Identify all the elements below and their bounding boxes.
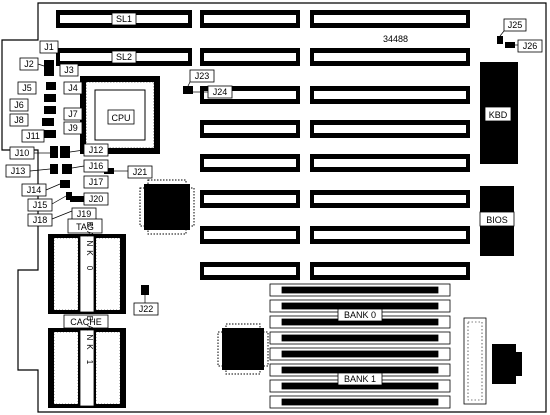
svg-text:J26: J26	[523, 41, 538, 51]
svg-text:J8: J8	[14, 115, 24, 125]
svg-text:J19: J19	[77, 209, 92, 219]
jumper-j21: J21	[114, 165, 153, 179]
svg-text:J18: J18	[33, 215, 48, 225]
jumper-j19: J19	[71, 207, 97, 221]
svg-text:J24: J24	[213, 87, 228, 97]
simm-bank-0-label: BANK 0	[337, 308, 383, 322]
svg-text:J10: J10	[15, 148, 30, 158]
svg-text:J5: J5	[22, 83, 32, 93]
simm-bank-1-label: BANK 1	[337, 372, 383, 386]
svg-text:BANK 0: BANK 0	[344, 310, 376, 320]
jumper-j10: J10	[9, 146, 50, 160]
svg-text:J6: J6	[14, 100, 24, 110]
tag-ram: TAG	[67, 218, 103, 234]
svg-text:J13: J13	[11, 166, 26, 176]
board-model-number: 34488	[383, 34, 408, 44]
expansion-slots-right	[310, 10, 470, 280]
expansion-slots-middle	[200, 10, 300, 280]
svg-text:J9: J9	[68, 123, 78, 133]
cache-bank-0: BANK 0	[48, 222, 126, 314]
svg-text:J12: J12	[89, 145, 104, 155]
sl1-label: SL1	[116, 14, 132, 24]
jumper-j6: J6	[9, 98, 29, 112]
power-connector	[492, 344, 522, 384]
svg-text:KBD: KBD	[489, 110, 508, 120]
svg-text:BANK 1: BANK 1	[344, 374, 376, 384]
svg-text:J14: J14	[27, 185, 42, 195]
cache-bank-1: BANK 1	[48, 316, 126, 408]
jumper-j26: J26	[505, 39, 543, 53]
jumper-j23: J23	[183, 69, 215, 94]
jumper-j2: J2	[19, 57, 45, 71]
svg-text:CPU: CPU	[111, 113, 130, 123]
svg-text:J17: J17	[89, 177, 104, 187]
jumper-j4: J4	[63, 81, 83, 95]
svg-text:J16: J16	[89, 161, 104, 171]
sl2-label: SL2	[116, 52, 132, 62]
svg-text:J2: J2	[24, 59, 34, 69]
svg-text:J23: J23	[195, 71, 210, 81]
svg-text:J22: J22	[139, 304, 154, 314]
jumper-j16: J16	[71, 159, 109, 173]
jumper-j12: J12	[69, 143, 109, 157]
svg-text:TAG: TAG	[76, 222, 94, 232]
jumper-j9: J9	[63, 121, 83, 135]
svg-text:BANK 1: BANK 1	[85, 316, 94, 368]
bios-chip: BIOS	[479, 186, 515, 256]
svg-text:J20: J20	[89, 194, 104, 204]
svg-text:BANK 0: BANK 0	[85, 222, 94, 274]
jumper-j1: J1	[39, 40, 59, 54]
slot-sl1: SL1	[56, 10, 192, 28]
svg-text:J25: J25	[508, 20, 523, 30]
pin-header-right	[463, 317, 487, 405]
jumper-j22: J22	[133, 285, 159, 316]
simm-sockets	[269, 283, 451, 409]
cache-label: CACHE	[63, 314, 109, 329]
jumper-j20: J20	[83, 192, 109, 206]
jumper-j13: J13	[5, 164, 51, 178]
slot-sl2: SL2	[56, 48, 192, 66]
jumper-j7: J7	[63, 107, 83, 121]
jumper-j24: J24	[193, 85, 233, 99]
chipset-chip-upper	[139, 179, 195, 235]
jumper-j15: J15	[27, 195, 67, 212]
svg-text:CACHE: CACHE	[70, 317, 102, 327]
svg-text:J7: J7	[68, 109, 78, 119]
jumper-j25: J25	[497, 18, 527, 44]
jumper-j5: J5	[17, 81, 37, 95]
svg-text:BIOS: BIOS	[486, 215, 508, 225]
jumper-j17: J17	[83, 175, 109, 189]
jumper-cluster-left	[42, 60, 114, 214]
jumper-j14: J14	[21, 183, 61, 197]
kbd-chip: KBD	[480, 62, 518, 164]
jumper-j18: J18	[27, 210, 73, 227]
svg-text:J11: J11	[26, 131, 40, 141]
cpu-socket: CPU	[80, 76, 160, 154]
svg-text:J4: J4	[68, 83, 78, 93]
jumper-j8: J8	[9, 113, 29, 127]
jumper-j3: J3	[59, 63, 79, 77]
svg-text:J1: J1	[44, 42, 54, 52]
jumper-j11: J11	[21, 129, 45, 143]
svg-text:J3: J3	[64, 65, 74, 75]
chipset-chip-lower	[217, 323, 269, 375]
svg-text:J21: J21	[133, 167, 148, 177]
svg-text:J15: J15	[33, 200, 48, 210]
